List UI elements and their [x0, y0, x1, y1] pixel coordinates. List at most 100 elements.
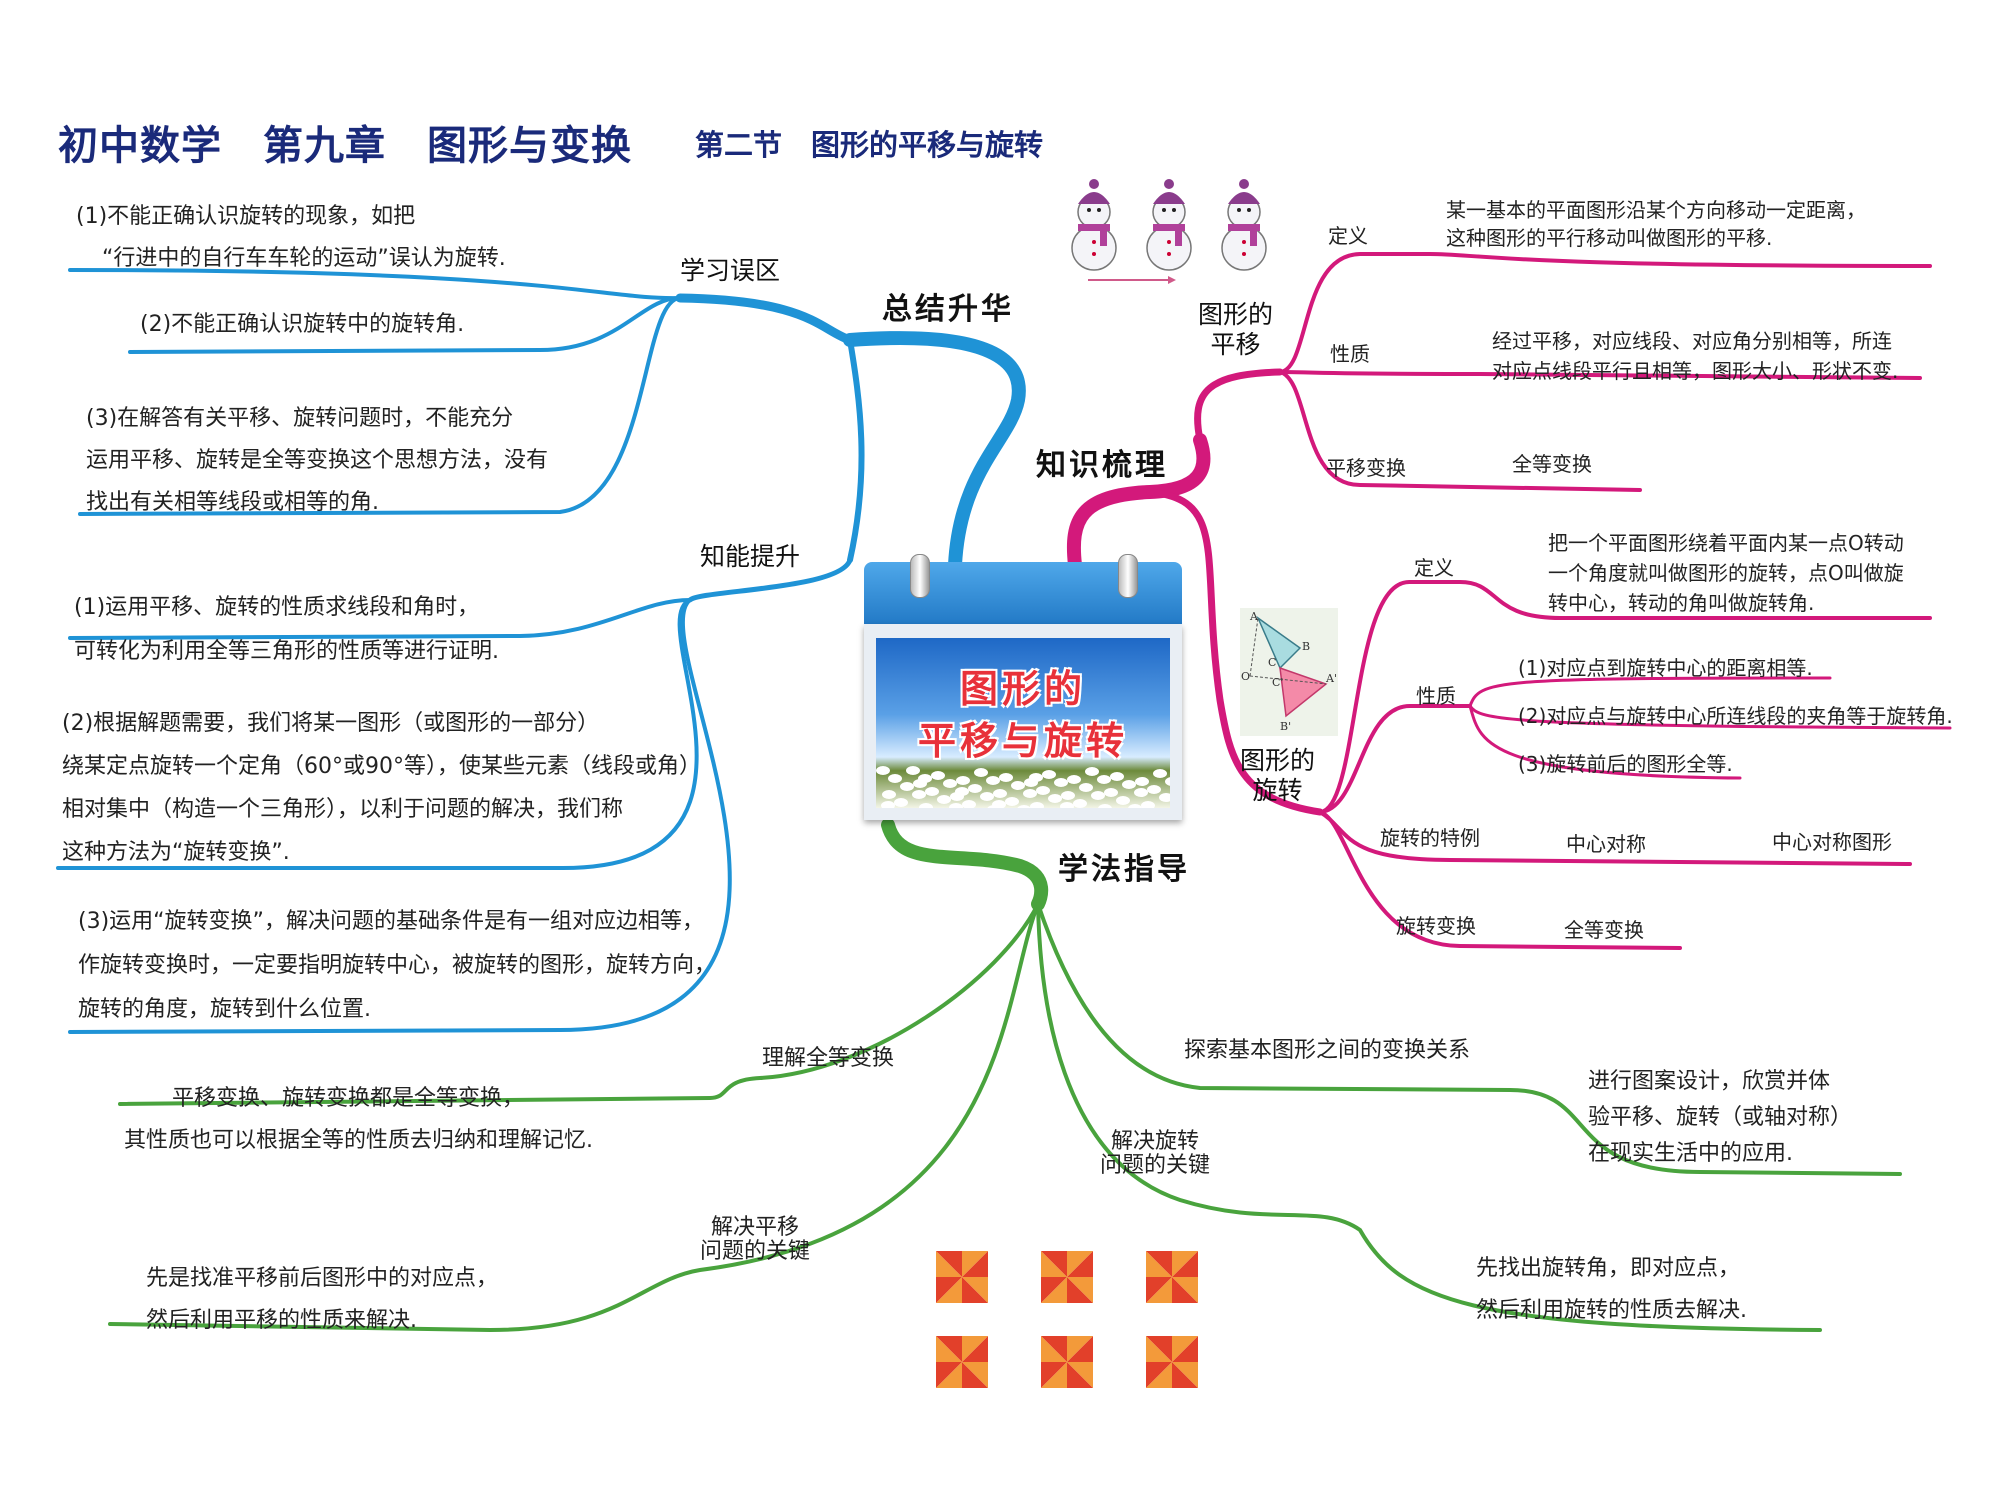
flower-dot [986, 776, 1000, 785]
translation-transform-value: 全等变换 [1512, 452, 1592, 476]
flower-dot [1128, 804, 1142, 808]
flower-dot [1067, 775, 1081, 784]
translation-definition-label: 定义 [1328, 224, 1368, 248]
translation-node: 图形的 平移 [1198, 300, 1274, 359]
pitfall-3: (3)在解答有关平移、旋转问题时，不能充分 运用平移、旋转是全等变换这个思想方法… [86, 406, 549, 515]
branch-method-label: 学法指导 [1058, 852, 1190, 887]
calendar-ring-icon [910, 554, 930, 598]
branch-line [675, 293, 855, 345]
flower-dot [993, 789, 1007, 798]
flower-dot [1153, 769, 1167, 778]
flower-dot [918, 774, 932, 783]
branch-summary-label: 总结升华 [882, 292, 1014, 327]
pinwheel-pattern-icon [936, 1251, 1198, 1388]
branch-line [843, 331, 1026, 572]
figure-label-c: C [1268, 656, 1276, 669]
flower-dot [1023, 789, 1037, 798]
pinwheel-pattern [912, 1232, 1222, 1416]
figure-label-a: A [1249, 610, 1259, 623]
flower-dot [1030, 802, 1044, 808]
flower-dot [949, 803, 963, 808]
sky-flower-photo: 图形的 平移与旋转 [876, 638, 1170, 808]
center-topic: 图形的 平移与旋转 [864, 554, 1182, 820]
flower-dot [888, 774, 902, 783]
branch-line [68, 268, 682, 301]
flower-dot [900, 782, 914, 791]
rotation-special-value: 中心对称 [1566, 832, 1646, 856]
pitfall-2: (2)不能正确认识旋转中的旋转角. [140, 312, 465, 337]
flower-dot [1005, 797, 1019, 806]
branch-line [56, 598, 699, 871]
figure-label-b-prime: B' [1280, 720, 1291, 733]
rotation-property-1: (1)对应点到旋转中心的距离相等. [1518, 656, 1813, 680]
branch-line [118, 902, 1040, 1106]
flower-dot [1097, 775, 1111, 784]
flower-dot [956, 776, 970, 785]
flower-dot [974, 768, 988, 777]
section-title: 第二节 图形的平移与旋转 [695, 128, 1044, 162]
translation-property-text: 经过平移，对应线段、对应角分别相等，所连 对应点线段平行且相等，图形大小、形状不… [1492, 329, 1899, 383]
branch-line [1468, 704, 1952, 730]
flower-dot [1024, 778, 1038, 787]
calendar-body: 图形的 平移与旋转 [864, 624, 1182, 820]
snowmen-icon [1071, 178, 1267, 284]
flower-dot [980, 792, 994, 801]
flower-dot [1134, 788, 1148, 797]
rotation-special-value2: 中心对称图形 [1772, 830, 1892, 854]
snowmen-illustration [1064, 176, 1294, 290]
rotation-node: 图形的 旋转 [1240, 746, 1316, 805]
flower-dot [937, 795, 951, 804]
flower-dot [1159, 793, 1170, 802]
rotation-diagram-icon: A B C O A' C' B' [1241, 610, 1337, 733]
flower-dot [950, 792, 964, 801]
rotation-definition-text: 把一个平面图形绕着平面内某一点O转动 一个角度就叫做图形的旋转，点O叫做旋 转中… [1548, 531, 1904, 615]
flower-dot [1110, 772, 1124, 781]
congruence-text: 平移变换、旋转变换都是全等变换， 其性质也可以根据全等的性质去归纳和理解记忆. [124, 1086, 593, 1153]
flower-dot [1036, 786, 1050, 795]
branch-knowledge-label: 知识梳理 [1036, 448, 1168, 483]
flower-dot [1061, 791, 1075, 800]
flower-dot [931, 771, 945, 780]
translation-transform-label: 平移变换 [1326, 456, 1406, 480]
flower-dot [1017, 805, 1031, 808]
branch-line [1194, 368, 1284, 444]
branch-line [687, 557, 853, 603]
figure-label-o: O [1241, 670, 1250, 683]
flower-dot [876, 766, 890, 775]
flower-dot [992, 800, 1006, 808]
rotation-property-3: (3)旋转前后的图形全等. [1518, 752, 1733, 776]
flower-dot [1122, 780, 1136, 789]
skill-3: (3)运用“旋转变换”，解决问题的基础条件是有一组对应边相等， 作旋转变换时，一… [78, 909, 717, 1022]
page-title: 初中数学 第九章 图形与变换 [58, 123, 632, 169]
center-title-line2: 平移与旋转 [917, 719, 1128, 763]
figure-label-a-prime: A' [1325, 672, 1337, 685]
translation-property-label: 性质 [1330, 342, 1370, 366]
flower-dot [1042, 770, 1056, 779]
branch-line [1318, 579, 1932, 814]
branch-line [1036, 902, 1902, 1176]
flower-dot [955, 787, 969, 796]
flower-dot [894, 798, 908, 807]
rotation-key-label: 解决旋转 问题的关键 [1100, 1129, 1211, 1178]
branch-line [78, 296, 682, 516]
rotation-transform-label: 旋转变换 [1396, 914, 1476, 938]
flower-dot [1098, 804, 1112, 808]
branch-line [1278, 370, 1922, 380]
skill-1: (1)运用平移、旋转的性质求线段和角时， 可转化为利用全等三角形的性质等进行证明… [74, 595, 499, 664]
explore-text: 进行图案设计，欣赏并体 验平移、旋转（或轴对称） 在现实生活中的应用. [1588, 1069, 1853, 1166]
calendar-ring-icon [1118, 554, 1138, 598]
flower-dot [1116, 796, 1130, 805]
branch-line [1278, 252, 1932, 374]
rotation-key-text: 先找出旋转角，即对应点， 然后利用旋转的性质去解决. [1476, 1256, 1747, 1323]
branch-line [881, 818, 1049, 911]
pitfalls-label: 学习误区 [680, 256, 781, 285]
rotation-figure: A B C O A' C' B' [1240, 608, 1338, 736]
flower-dot [1029, 773, 1043, 782]
skill-2: (2)根据解题需要，我们将某一图形（或图形的一部分） 绕某定点旋转一个定角（60… [62, 711, 701, 865]
pitfall-1: (1)不能正确认识旋转的现象，如把 “行进中的自行车车轮的运动”误认为旋转. [76, 204, 506, 271]
branch-line [1146, 488, 1324, 816]
rotation-property-2: (2)对应点与旋转中心所连线段的夹角等于旋转角. [1518, 704, 1953, 728]
flower-dot [1147, 785, 1161, 794]
